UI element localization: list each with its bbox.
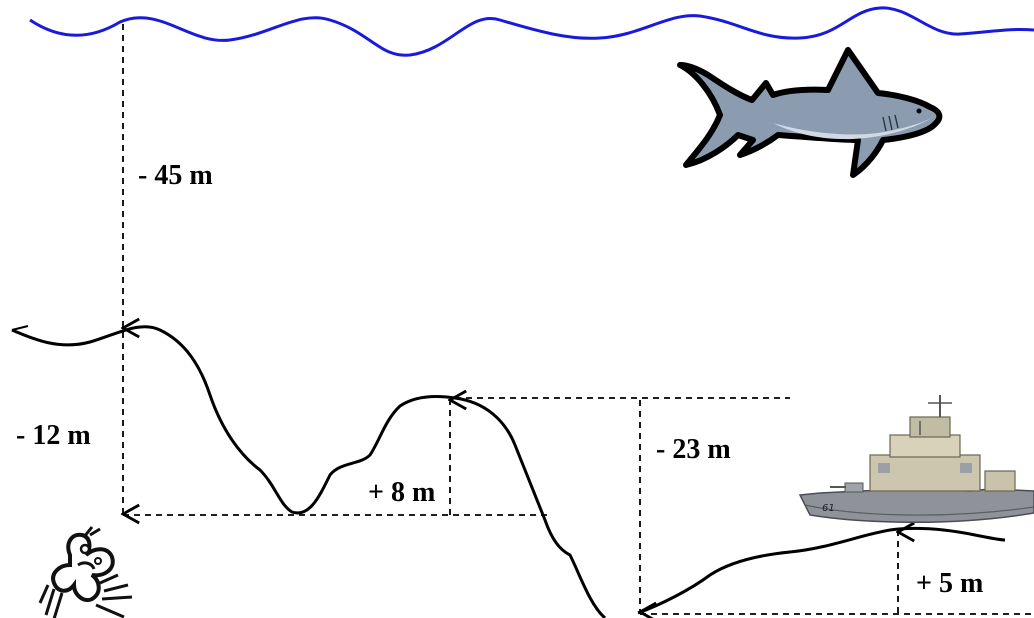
crab-icon	[38, 526, 133, 618]
depth-label-trench-drop: - 23 m	[656, 434, 731, 465]
warship-icon: 61	[798, 395, 1034, 523]
seafloor-start-tick	[11, 325, 29, 337]
shark-icon	[677, 47, 943, 178]
seafloor-profile	[11, 325, 607, 618]
height-label-peak-rise: + 8 m	[368, 477, 436, 508]
depth-label-surface: - 45 m	[138, 160, 213, 191]
water-surface-line	[29, 6, 1034, 57]
svg-text:61: 61	[822, 503, 835, 514]
seafloor-right-profile	[637, 526, 1006, 615]
depth-label-floor-drop: - 12 m	[16, 420, 91, 451]
height-label-ship-rise: + 5 m	[916, 568, 984, 599]
measurement-lines	[123, 24, 1034, 614]
